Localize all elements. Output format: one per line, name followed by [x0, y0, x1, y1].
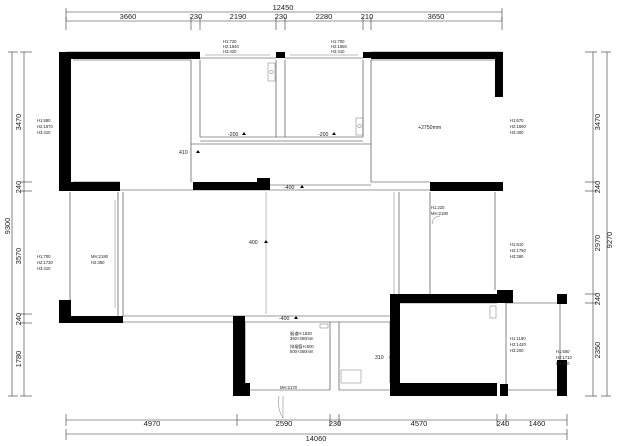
bottom-dimension-total: 14060 — [65, 429, 568, 443]
kitchen-note-4: 500×350mm — [290, 349, 314, 354]
note-top-left-2: H2:1670 — [37, 124, 54, 129]
note-left-mh-2: H2:350 — [91, 260, 105, 265]
note-entrance: MH:2170 — [280, 385, 298, 390]
right-seg-2: 240 — [593, 181, 602, 194]
level-living: 400 — [249, 240, 258, 246]
note-right-mid-3: H3:390 — [510, 254, 524, 259]
level-wc-right: -200 — [318, 132, 328, 138]
right-seg-5: 2350 — [593, 342, 602, 359]
level-wc-left: -200 — [228, 132, 238, 138]
right-dimension-segments: 3470 240 2970 240 2350 — [585, 51, 602, 397]
level-corridor: -400 — [284, 185, 294, 191]
level-lower-corridor: -400 — [279, 316, 289, 322]
top-seg-5: 2280 — [316, 12, 333, 21]
note-wc-left-3: H3:420 — [223, 49, 237, 54]
note-lower-right-1: H1:1160 — [510, 336, 526, 341]
note-balcony-3: H3:680 — [556, 361, 570, 366]
right-seg-1: 3470 — [593, 114, 602, 131]
level-markers: -200 -200 410 +2750mm -400 400 -400 310 — [179, 125, 441, 361]
kitchen-note-2: 350×350mm — [290, 336, 314, 341]
kitchen-duct-notes: 烟道H:1820 350×350mm 排烟管H:500 500×350mm — [290, 330, 314, 354]
bottom-total-label: 14060 — [306, 434, 327, 443]
note-lower-right-3: H3:200 — [510, 348, 524, 353]
note-left-mh-1: MH:2180 — [91, 254, 109, 259]
left-dimension-total: 9300 — [3, 51, 18, 397]
note-top-left-1: H1:680 — [37, 118, 51, 123]
note-wc-right-2: H2:1650 — [331, 44, 348, 49]
kitchen-note-1: 烟道H:1820 — [290, 330, 313, 337]
left-seg-2: 240 — [14, 181, 23, 194]
note-left-mid-1: H1:700 — [37, 254, 51, 259]
top-seg-6: 210 — [361, 12, 374, 21]
note-right-mid-2: H2:1750 — [510, 248, 527, 253]
opening-notes: H1:680 H2:1670 H3:410 H1:720 H2:1640 H3:… — [37, 39, 573, 390]
top-seg-3: 2190 — [230, 12, 247, 21]
fixtures — [267, 62, 497, 419]
top-total-label: 12450 — [273, 3, 294, 12]
level-kitchen: 310 — [375, 355, 384, 361]
note-center-door-1: H1:220 — [431, 205, 445, 210]
note-wc-right-1: H1:700 — [331, 39, 345, 44]
left-seg-5: 1780 — [14, 351, 23, 368]
note-lower-right-2: H2:1420 — [510, 342, 527, 347]
note-right-mid-1: H1:610 — [510, 242, 524, 247]
level-right-room: +2750mm — [418, 125, 441, 131]
left-seg-3: 3570 — [14, 248, 23, 265]
top-seg-2: 230 — [190, 12, 203, 21]
right-dimension-total: 9270 — [601, 51, 614, 397]
note-wc-left-2: H2:1640 — [223, 44, 240, 49]
note-wc-right-3: H3:410 — [331, 49, 345, 54]
top-seg-7: 3650 — [428, 12, 445, 21]
level-left-room: 410 — [179, 150, 188, 156]
bottom-seg-5: 240 — [497, 419, 510, 428]
note-top-right-1: H1:670 — [510, 118, 524, 123]
note-center-door-2: MH:2180 — [431, 211, 449, 216]
top-seg-1: 3660 — [120, 12, 137, 21]
bottom-seg-2: 2590 — [276, 419, 293, 428]
left-total-label: 9300 — [3, 218, 12, 235]
left-dimension-segments: 3470 240 3570 240 1780 — [14, 51, 32, 397]
note-top-right-3: H3:400 — [510, 130, 524, 135]
note-wc-left-1: H1:720 — [223, 39, 237, 44]
bottom-dimension-segments: 4970 2590 230 4570 240 1460 — [65, 414, 568, 428]
structural-walls — [59, 52, 567, 396]
top-dimension-segments: 3660 230 2190 230 2280 210 3650 — [65, 12, 503, 30]
left-seg-4: 240 — [14, 313, 23, 326]
note-top-left-3: H3:410 — [37, 130, 51, 135]
kitchen-note-3: 排烟管H:500 — [290, 343, 314, 350]
right-seg-3: 2970 — [593, 235, 602, 252]
note-top-right-2: H2:1690 — [510, 124, 527, 129]
bottom-seg-1: 4970 — [144, 419, 161, 428]
right-seg-4: 240 — [593, 293, 602, 306]
bottom-seg-4: 4570 — [411, 419, 428, 428]
left-seg-1: 3470 — [14, 114, 23, 131]
note-balcony-1: H1:650 — [556, 349, 570, 354]
right-total-label: 9270 — [605, 232, 614, 249]
note-balcony-2: H2:1710 — [556, 355, 573, 360]
top-seg-4: 230 — [275, 12, 288, 21]
bottom-seg-6: 1460 — [529, 419, 546, 428]
bottom-seg-3: 230 — [329, 419, 342, 428]
note-left-mid-2: H2:1730 — [37, 260, 54, 265]
note-left-mid-3: H3:410 — [37, 266, 51, 271]
